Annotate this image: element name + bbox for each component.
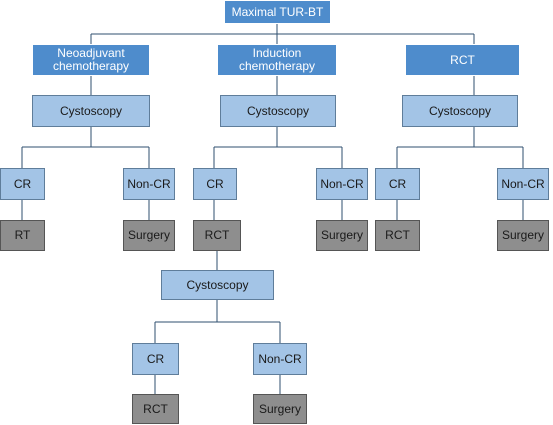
node-rct-top: RCT bbox=[405, 44, 520, 76]
node-cr-left: CR bbox=[0, 168, 45, 200]
node-cystoscopy-left: Cystoscopy bbox=[32, 95, 150, 127]
node-non-cr-left: Non-CR bbox=[123, 168, 175, 200]
node-cystoscopy-right: Cystoscopy bbox=[402, 95, 518, 127]
node-non-cr-mid: Non-CR bbox=[316, 168, 368, 200]
node-induction-chemotherapy: Induction chemotherapy bbox=[217, 44, 337, 76]
node-rct-low: RCT bbox=[132, 394, 179, 424]
node-maximal-tur-bt: Maximal TUR-BT bbox=[224, 0, 331, 24]
node-surgery-left: Surgery bbox=[123, 220, 175, 251]
node-surgery-mid: Surgery bbox=[316, 220, 368, 251]
node-neoadjuvant-chemotherapy: Neoadjuvant chemotherapy bbox=[32, 44, 150, 76]
node-cr-mid: CR bbox=[193, 168, 237, 200]
node-cr-right: CR bbox=[375, 168, 420, 200]
node-cystoscopy-mid: Cystoscopy bbox=[220, 95, 336, 127]
node-rt-left: RT bbox=[0, 220, 45, 251]
node-rct-right: RCT bbox=[375, 220, 420, 251]
node-non-cr-right: Non-CR bbox=[497, 168, 549, 200]
node-surgery-right: Surgery bbox=[497, 220, 549, 251]
node-cystoscopy-low: Cystoscopy bbox=[161, 270, 274, 300]
node-non-cr-low: Non-CR bbox=[253, 343, 307, 375]
node-cr-low: CR bbox=[132, 343, 179, 375]
node-surgery-low: Surgery bbox=[253, 394, 307, 424]
node-rct-mid: RCT bbox=[193, 220, 241, 251]
